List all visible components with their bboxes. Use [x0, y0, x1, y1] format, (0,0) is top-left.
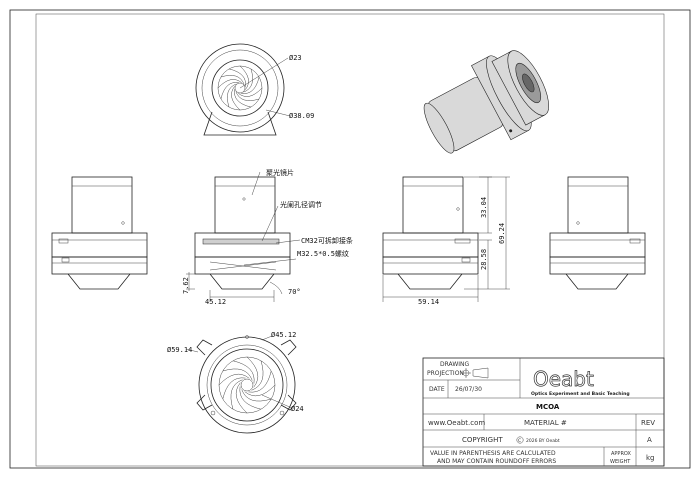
- dim-bottom-outer-dia: Ø59.14: [167, 346, 192, 354]
- tb-logo-text: Oeabt: [533, 367, 594, 391]
- tb-date-value: 26/07/30: [455, 386, 482, 393]
- iris-blade: [235, 91, 260, 101]
- dim-bottom-inner-dia: Ø24: [291, 405, 304, 413]
- top-view-mount-foot: [203, 111, 277, 136]
- tb-part-no: MCOA: [536, 403, 560, 411]
- front-view-3: 33.04 28.58 69.24 59.14: [382, 176, 510, 306]
- top-view-ring-3: [211, 59, 269, 117]
- iris-blades-top: [217, 65, 263, 111]
- bottom-outer-ring: [198, 336, 296, 434]
- dim-top-outer-dia: Ø38.09: [289, 112, 314, 120]
- iris-blade: [248, 370, 272, 393]
- tb-copyright: COPYRIGHT: [462, 436, 503, 444]
- tb-weight-unit: kg: [646, 454, 655, 462]
- tb-projection-label: PROJECTION: [427, 370, 464, 377]
- iso-screw: [509, 129, 513, 133]
- svg-text:C: C: [518, 438, 521, 444]
- callout-iris: 光阑孔径调节: [280, 200, 322, 209]
- tb-approx-label: APPROX: [611, 451, 632, 457]
- iris-blade: [220, 82, 239, 100]
- iris-blade: [235, 382, 248, 414]
- tb-weight-label: WEIGHT: [610, 459, 631, 465]
- dia23-leader: [239, 57, 289, 89]
- inner-frame: [35, 13, 665, 467]
- front-view-section: 聚光镜片 光阑孔径调节 CM32可拆卸接条 M32.5*0.5螺纹 7.62 4…: [182, 168, 353, 306]
- dia38-leader: [265, 109, 291, 117]
- iso-aperture: [522, 73, 535, 93]
- tb-note-line1: VALUE IN PARENTHESIS ARE CALCULATED: [430, 450, 556, 457]
- iris-blade: [238, 87, 263, 97]
- tb-drawing-label: DRAWING: [440, 361, 470, 368]
- top-view-aperture: [234, 82, 246, 94]
- tb-date-label: DATE: [429, 386, 445, 393]
- title-block: DRAWING PROJECTION DATE 26/07/30 Oeabt O…: [422, 357, 665, 467]
- tb-website: www.Oeabt.com: [428, 419, 485, 427]
- callout-mount-line2: M32.5*0.5螺纹: [297, 249, 349, 258]
- dim-base-width-left: 45.12: [205, 298, 226, 306]
- dim-top-inner-dia: Ø23: [289, 54, 302, 62]
- iris-blade: [217, 79, 242, 89]
- dim-height-total: 69.24: [498, 223, 506, 244]
- iris-blade: [218, 373, 250, 386]
- iris-blade: [239, 386, 262, 410]
- projection-symbol-icon: [461, 367, 489, 379]
- iris-blade: [239, 65, 249, 90]
- iris-blade: [220, 75, 245, 85]
- front-view-1: [51, 176, 148, 290]
- iris-blade: [244, 384, 276, 397]
- callout-condenser: 聚光镜片: [266, 168, 294, 177]
- iris-blade: [222, 377, 246, 400]
- iso-back-cap: [423, 102, 455, 154]
- iris-blade: [241, 76, 260, 94]
- bottom-view: Ø59.14 Ø45.12 Ø24: [167, 331, 304, 434]
- dim-base-offset: 7.62: [182, 277, 190, 294]
- tb-copyright-small: 2026 BY Oeabt: [526, 438, 560, 444]
- dim-bottom-mid-dia: Ø45.12: [271, 331, 296, 339]
- iris-blade: [234, 89, 252, 108]
- outer-frame: [9, 9, 691, 469]
- tb-rev-label: REV: [641, 419, 655, 427]
- iris-blade: [222, 368, 253, 381]
- iris-blade: [231, 86, 241, 111]
- iris-blade: [227, 83, 237, 108]
- dim-height-mid: 28.58: [480, 249, 488, 270]
- iris-blade: [232, 360, 255, 384]
- callout-mount-line1: CM32可拆卸接条: [301, 236, 353, 245]
- tb-logo-sub: Optics Experiment and Basic Teaching: [531, 391, 630, 397]
- top-view-outer-ring: [195, 43, 285, 133]
- iris-blade: [241, 389, 272, 402]
- dim-base-width-right: 59.14: [418, 298, 439, 306]
- tb-note-line2: AND MAY CONTAIN ROUNDOFF ERRORS: [437, 458, 556, 465]
- top-view: Ø23 Ø38.09: [195, 43, 314, 136]
- iris-blade: [243, 68, 253, 93]
- iris-blade: [251, 360, 264, 391]
- tb-material: MATERIAL #: [524, 419, 567, 427]
- dim-height-top: 33.04: [480, 197, 488, 218]
- iris-blade: [246, 356, 259, 388]
- dim-angle: 70°: [288, 288, 301, 296]
- tb-rev-value: A: [647, 436, 652, 444]
- top-view-ring-2: [201, 49, 279, 127]
- front-view-4: [549, 176, 646, 290]
- isometric-view: [423, 50, 549, 154]
- iris-blade: [230, 379, 243, 410]
- copyright-icon: C: [516, 436, 524, 444]
- iris-blades-bottom: [218, 356, 276, 414]
